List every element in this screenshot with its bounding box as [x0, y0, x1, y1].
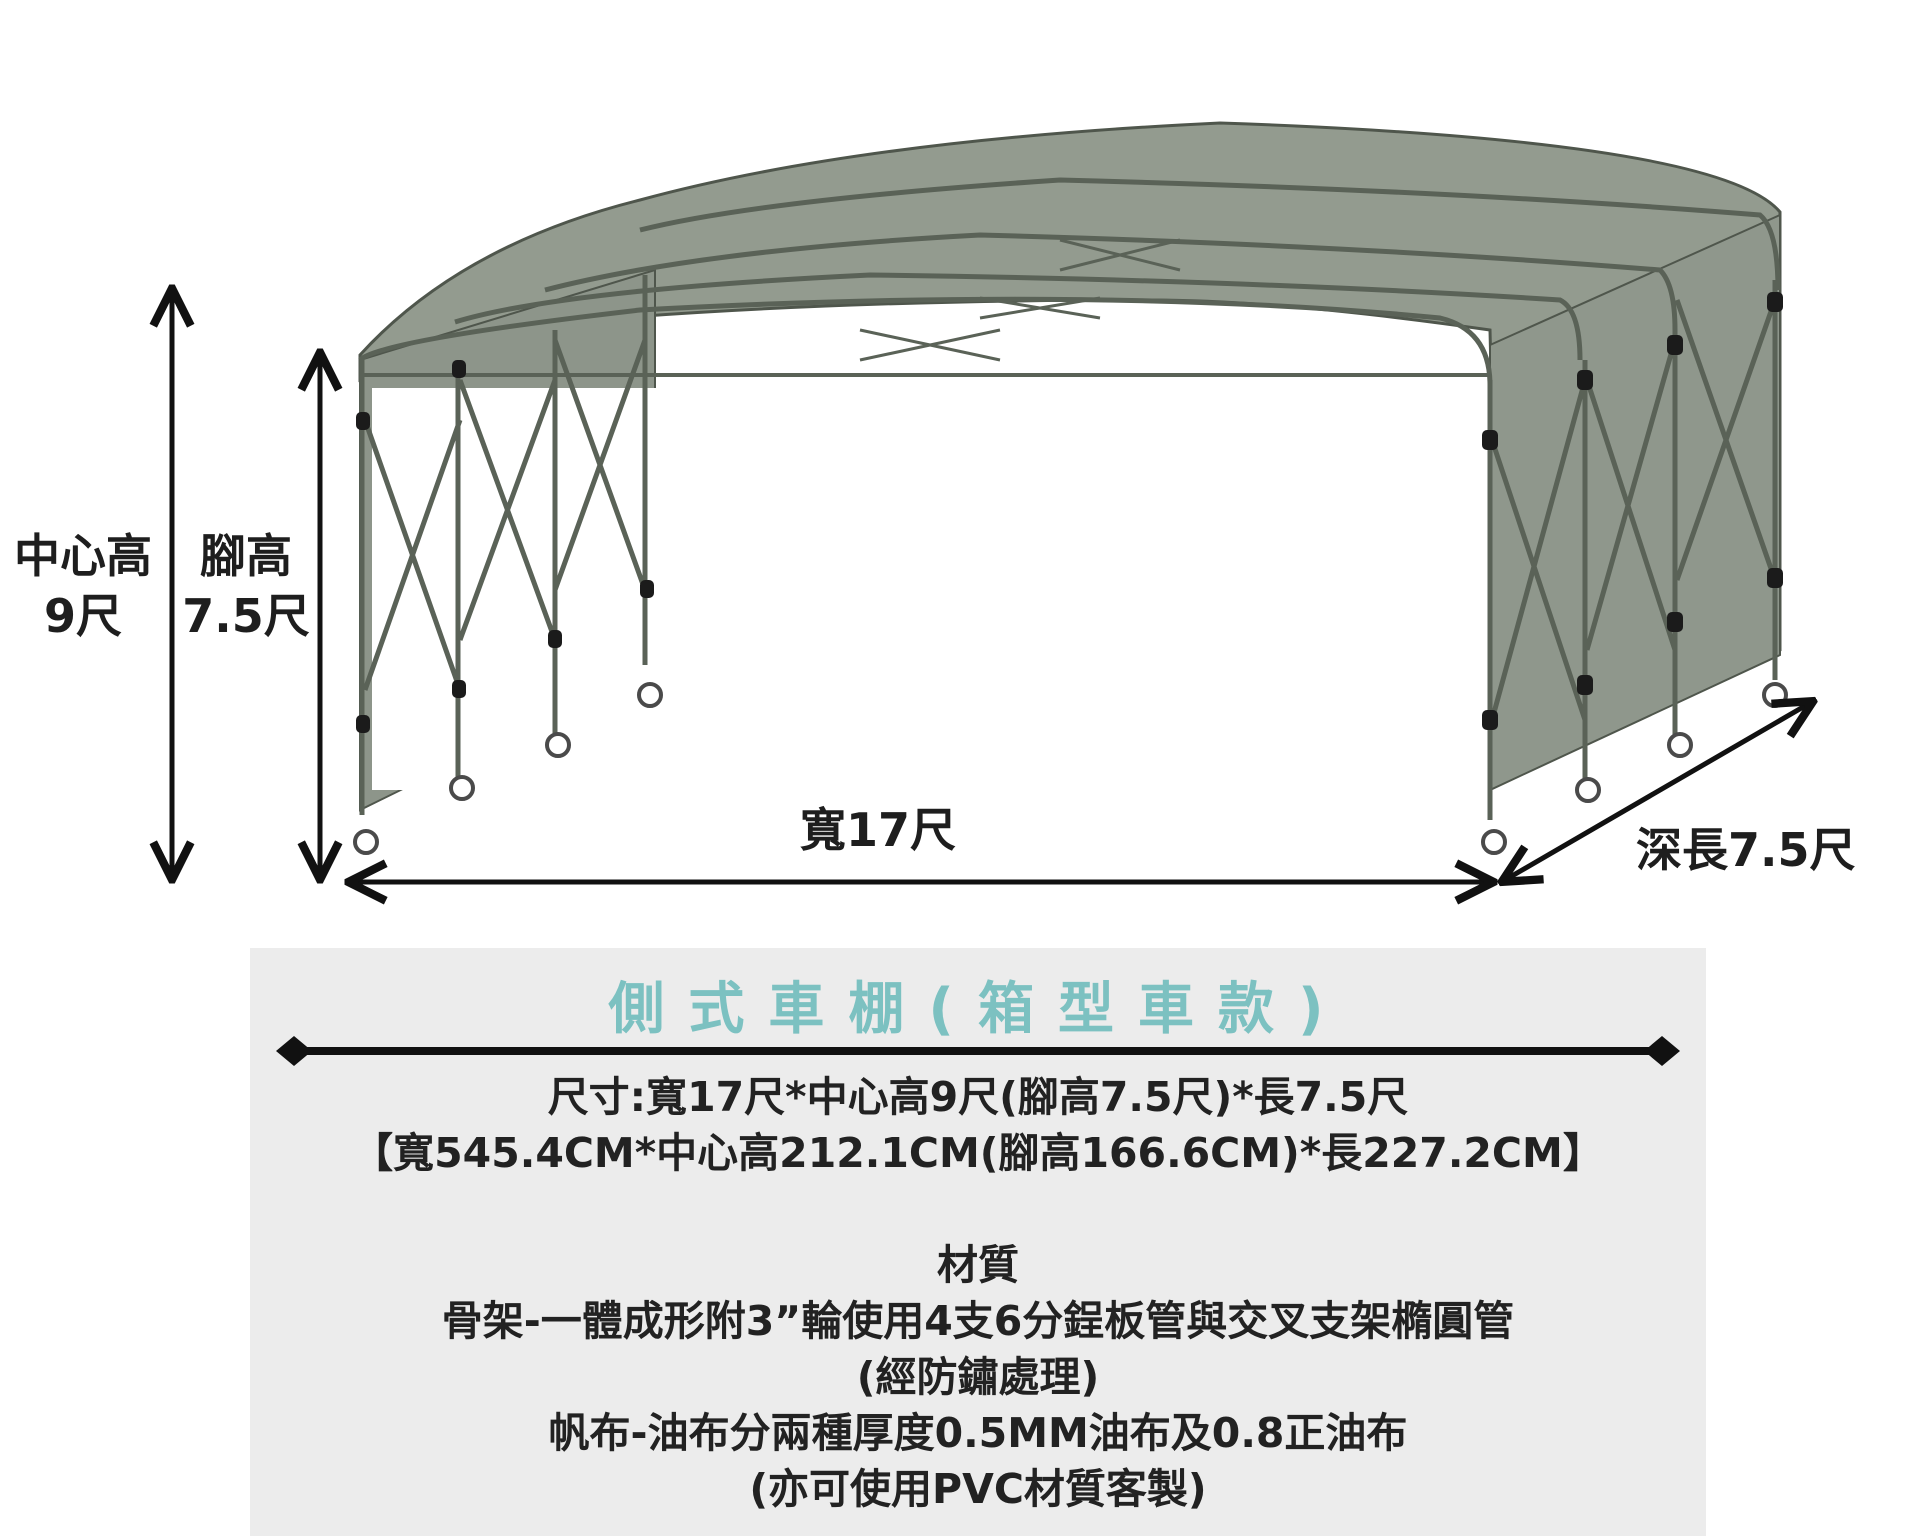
frame-note: (經防鏽處理) — [856, 1353, 1100, 1401]
frame-material: 骨架-一體成形附3”輪使用4支6分鋥板管與交叉支架橢圓管 — [441, 1297, 1515, 1345]
size-line: 尺寸:寬17尺*中心高9尺(腳高7.5尺)*長7.5尺 — [547, 1073, 1409, 1121]
panel-title: 側式車棚(箱型車款) — [608, 977, 1348, 1042]
width-label: 寬17尺 — [800, 803, 957, 857]
material-heading: 材質 — [937, 1241, 1019, 1289]
depth-arrow — [1505, 703, 1810, 880]
canvas-note: (亦可使用PVC材質客製) — [749, 1465, 1207, 1513]
canvas-material: 帆布-油布分兩種厚度0.5MM油布及0.8正油布 — [548, 1409, 1408, 1457]
carport-diagram — [0, 121, 1920, 940]
center-height-label: 中心高 9尺 — [14, 529, 152, 643]
roof-cross-braces — [859, 238, 1181, 362]
spec-panel: 側式車棚(箱型車款) 尺寸:寬17尺*中心高9尺(腳高7.5尺)*長7.5尺 【… — [250, 948, 1706, 1536]
depth-label: 深長7.5尺 — [1636, 823, 1856, 877]
front-opening — [372, 388, 1488, 790]
left-frame — [359, 275, 648, 815]
right-frame — [1487, 280, 1778, 820]
size-metric: 【寬545.4CM*中心高212.1CM(腳高166.6CM)*長227.2CM… — [352, 1129, 1604, 1177]
roof-arches — [358, 177, 1781, 386]
foot-height-label: 腳高 7.5尺 — [182, 529, 310, 643]
divider-rule — [276, 1036, 1680, 1066]
dimension-arrows — [172, 292, 1810, 882]
